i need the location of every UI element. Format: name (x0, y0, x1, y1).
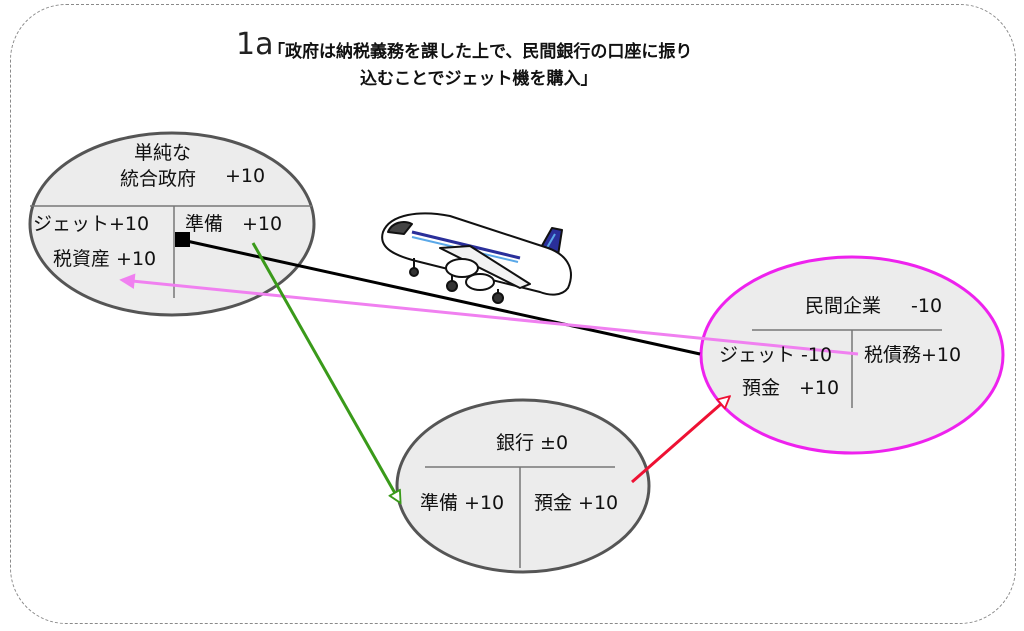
bank-name: 銀行 ±0 (496, 432, 569, 454)
government-name-line1: 単純な (134, 142, 192, 164)
title-line-2: 込むことでジェット機を購入」 (360, 69, 598, 89)
government-net: +10 (225, 165, 266, 187)
bank-ellipse (395, 398, 651, 574)
reserve-flow-arrow (251, 242, 400, 502)
company-tax-liability: 税債務+10 (864, 344, 962, 366)
company-deposit: 預金 +10 (742, 377, 840, 399)
company-jet: ジェット -10 (719, 344, 833, 366)
square-marker-icon (175, 232, 190, 247)
company-net: -10 (911, 295, 943, 317)
airplane-icon (381, 212, 572, 304)
government-tax-asset: 税資産 +10 (53, 248, 157, 270)
company-ellipse (699, 255, 1005, 455)
bank-reserves: 準備 +10 (420, 492, 505, 514)
title-number: 1a (236, 27, 274, 62)
diagram-frame (10, 4, 1016, 624)
title-line-1: 「政府は納税義務を課した上で、民間銀行の口座に振り (268, 42, 693, 62)
government-reserves: 準備 +10 (185, 213, 283, 235)
government-jet-asset: ジェット+10 (33, 213, 150, 235)
bank-deposit: 預金 +10 (534, 492, 619, 514)
government-name-line2: 統合政府 (120, 168, 197, 190)
company-name: 民間企業 (805, 295, 882, 317)
government-ellipse (28, 131, 316, 317)
deposit-flow-arrow (631, 397, 729, 484)
jet-flow-line (181, 238, 701, 356)
tax-flow-arrow (122, 280, 859, 356)
